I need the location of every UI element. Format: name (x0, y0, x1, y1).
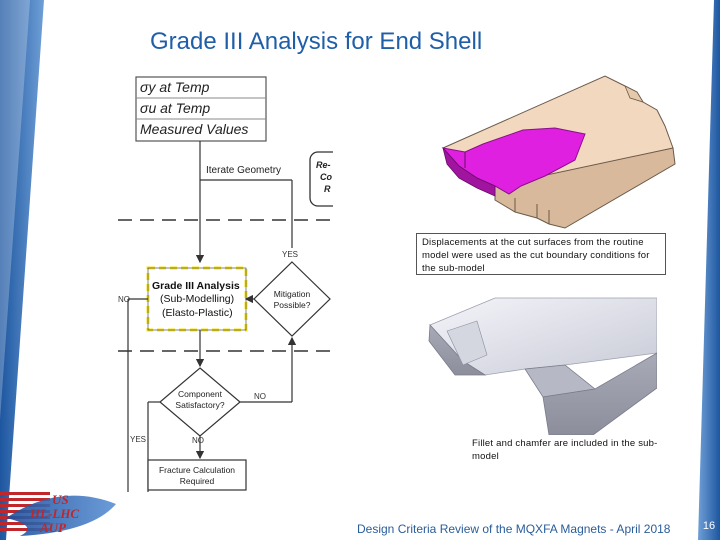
displacement-note: Displacements at the cut surfaces from t… (416, 233, 666, 275)
grade-box-line-1: Grade III Analysis (152, 280, 240, 292)
logo-line-2: HL-LHC (29, 506, 79, 521)
fracture-line-1: Fracture Calculation (159, 465, 235, 475)
hl-lhc-aup-logo: US HL-LHC AUP (0, 488, 118, 540)
no-label-left: NO (118, 295, 130, 304)
side-box-line-1: Re- (316, 160, 331, 170)
page-number: 16 (702, 520, 716, 532)
fillet-note: Fillet and chamfer are included in the s… (472, 438, 658, 462)
end-shell-model-image (425, 68, 680, 233)
logo-line-1: US (52, 492, 69, 507)
slide-title: Grade III Analysis for End Shell (150, 28, 483, 55)
no-label-right: NO (254, 392, 266, 401)
sub-model-image (425, 293, 658, 436)
input-sigma-u: σu at Temp (140, 100, 210, 116)
footer-text: Design Criteria Review of the MQXFA Magn… (357, 522, 671, 536)
no-label-bottom: NO (192, 436, 204, 445)
fracture-line-2: Required (180, 476, 215, 486)
side-box-line-3: R (324, 184, 331, 194)
input-measured-values: Measured Values (140, 121, 248, 137)
side-box-line-2: Co (320, 172, 332, 182)
yes-label-bottom: YES (130, 435, 146, 444)
mitigation-line-1: Mitigation (274, 289, 311, 299)
yes-label-top: YES (282, 250, 298, 259)
component-line-2: Satisfactory? (175, 400, 224, 410)
input-sigma-y: σy at Temp (140, 79, 210, 95)
flowchart: σy at Temp σu at Temp Measured Values It… (118, 72, 351, 495)
mitigation-line-2: Possible? (274, 300, 311, 310)
grade-box-line-3: (Elasto-Plastic) (162, 307, 233, 319)
iterate-geometry-label: Iterate Geometry (206, 165, 281, 176)
component-line-1: Component (178, 389, 223, 399)
left-decorative-band (0, 0, 44, 540)
right-decorative-band (698, 0, 720, 540)
logo-line-3: AUP (39, 520, 67, 535)
grade-box-line-2: (Sub-Modelling) (160, 293, 234, 305)
